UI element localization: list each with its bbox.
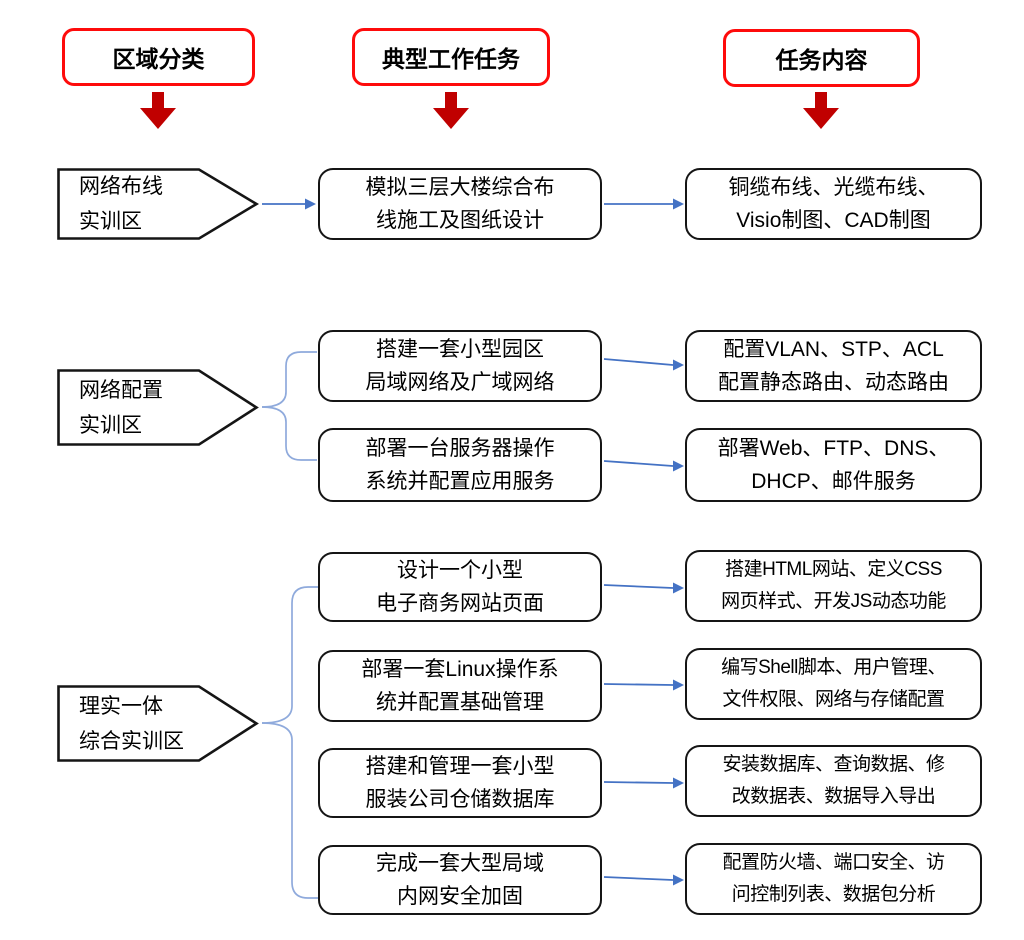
column-header-content: 任务内容 (723, 29, 920, 87)
task-box: 部署一台服务器操作 系统并配置应用服务 (318, 428, 602, 502)
arrowhead-icon (673, 777, 684, 789)
column-header-region: 区域分类 (62, 28, 255, 86)
connector-arrow (603, 781, 674, 784)
task-box: 完成一套大型局域 内网安全加固 (318, 845, 602, 915)
connector-arrow (603, 876, 674, 881)
pentagon-shape (57, 685, 259, 762)
task-box: 设计一个小型 电子商务网站页面 (318, 552, 602, 622)
brace-connector-lower (261, 406, 317, 461)
content-box: 配置防火墙、端口安全、访 问控制列表、数据包分析 (685, 843, 982, 915)
arrowhead-icon (673, 582, 684, 594)
region-label: 理实一体 综合实训区 (79, 694, 184, 753)
task-box: 部署一套Linux操作系 统并配置基础管理 (318, 650, 602, 722)
down-arrow-icon (433, 92, 469, 129)
region-label: 网络布线 实训区 (79, 175, 163, 233)
region-pentagon-integrated: 理实一体 综合实训区 (57, 685, 260, 762)
connector-arrow (603, 460, 674, 467)
arrowhead-icon (673, 198, 684, 210)
content-box: 铜缆布线、光缆布线、 Visio制图、CAD制图 (685, 168, 982, 240)
arrowhead-icon (305, 198, 316, 210)
content-box: 搭建HTML网站、定义CSS 网页样式、开发JS动态功能 (685, 550, 982, 622)
brace-connector-lower (261, 722, 321, 899)
down-arrow-icon (803, 92, 839, 129)
connector-arrow (603, 358, 674, 366)
connector-arrow (603, 683, 674, 686)
pentagon-shape (57, 369, 259, 446)
arrowhead-icon (673, 460, 684, 472)
region-label: 网络配置 实训区 (79, 378, 163, 437)
down-arrow-icon (140, 92, 176, 129)
arrowhead-icon (673, 359, 684, 371)
arrowhead-icon (673, 874, 684, 886)
brace-connector-upper (261, 586, 321, 724)
brace-connector-upper (261, 351, 317, 408)
task-box: 搭建一套小型园区 局域网络及广域网络 (318, 330, 602, 402)
arrowhead-icon (673, 679, 684, 691)
content-box: 安装数据库、查询数据、修 改数据表、数据导入导出 (685, 745, 982, 817)
content-box: 编写Shell脚本、用户管理、 文件权限、网络与存储配置 (685, 648, 982, 720)
task-box: 搭建和管理一套小型 服装公司仓储数据库 (318, 748, 602, 818)
task-box: 模拟三层大楼综合布 线施工及图纸设计 (318, 168, 602, 240)
connector-arrow (603, 584, 674, 589)
column-header-task: 典型工作任务 (352, 28, 550, 86)
content-box: 部署Web、FTP、DNS、 DHCP、邮件服务 (685, 428, 982, 502)
pentagon-shape (57, 168, 260, 240)
region-pentagon-cabling: 网络布线 实训区 (57, 168, 260, 240)
content-box: 配置VLAN、STP、ACL 配置静态路由、动态路由 (685, 330, 982, 402)
region-pentagon-network-config: 网络配置 实训区 (57, 369, 260, 446)
